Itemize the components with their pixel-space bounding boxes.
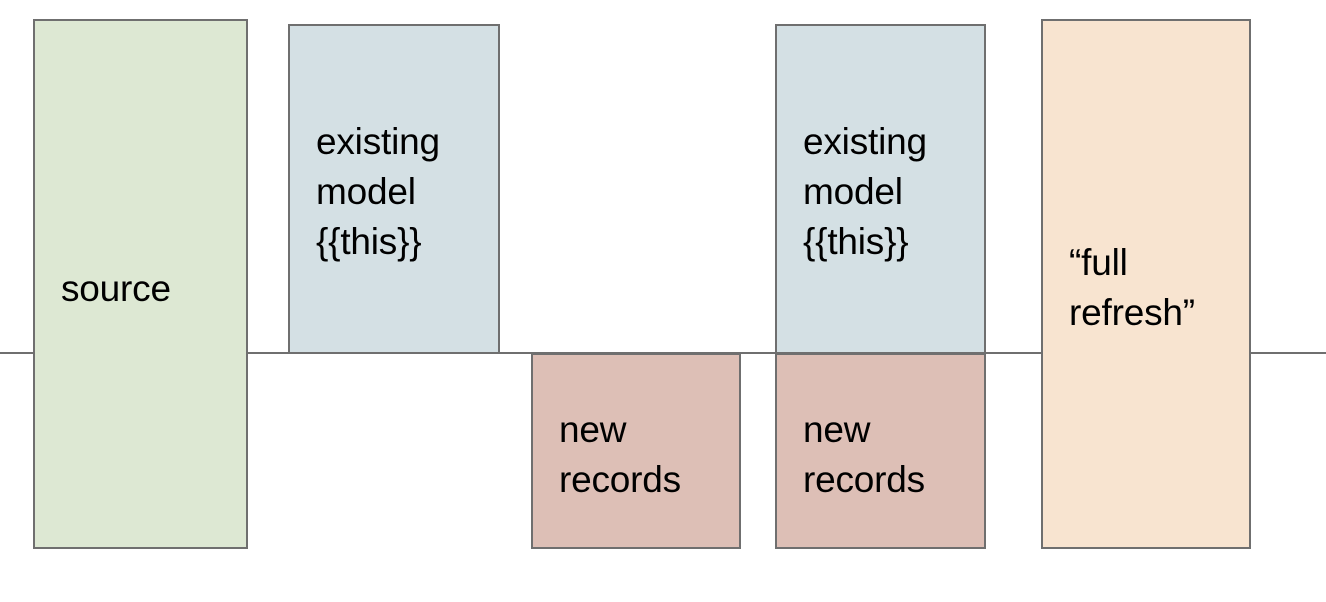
box-full-refresh[interactable]: “full refresh”: [1041, 19, 1251, 549]
box-existing-model-left-label: existing model {{this}}: [316, 121, 440, 262]
box-new-records-right-label: new records: [803, 409, 925, 500]
box-new-records-right[interactable]: new records: [775, 353, 986, 549]
box-existing-model-right-label: existing model {{this}}: [803, 121, 927, 262]
box-existing-model-left[interactable]: existing model {{this}}: [288, 24, 500, 354]
box-source-label: source: [61, 268, 171, 309]
box-new-records-left-label: new records: [559, 409, 681, 500]
box-full-refresh-label: “full refresh”: [1069, 242, 1195, 333]
box-source[interactable]: source: [33, 19, 248, 549]
box-existing-model-right[interactable]: existing model {{this}}: [775, 24, 986, 354]
box-new-records-left[interactable]: new records: [531, 353, 741, 549]
